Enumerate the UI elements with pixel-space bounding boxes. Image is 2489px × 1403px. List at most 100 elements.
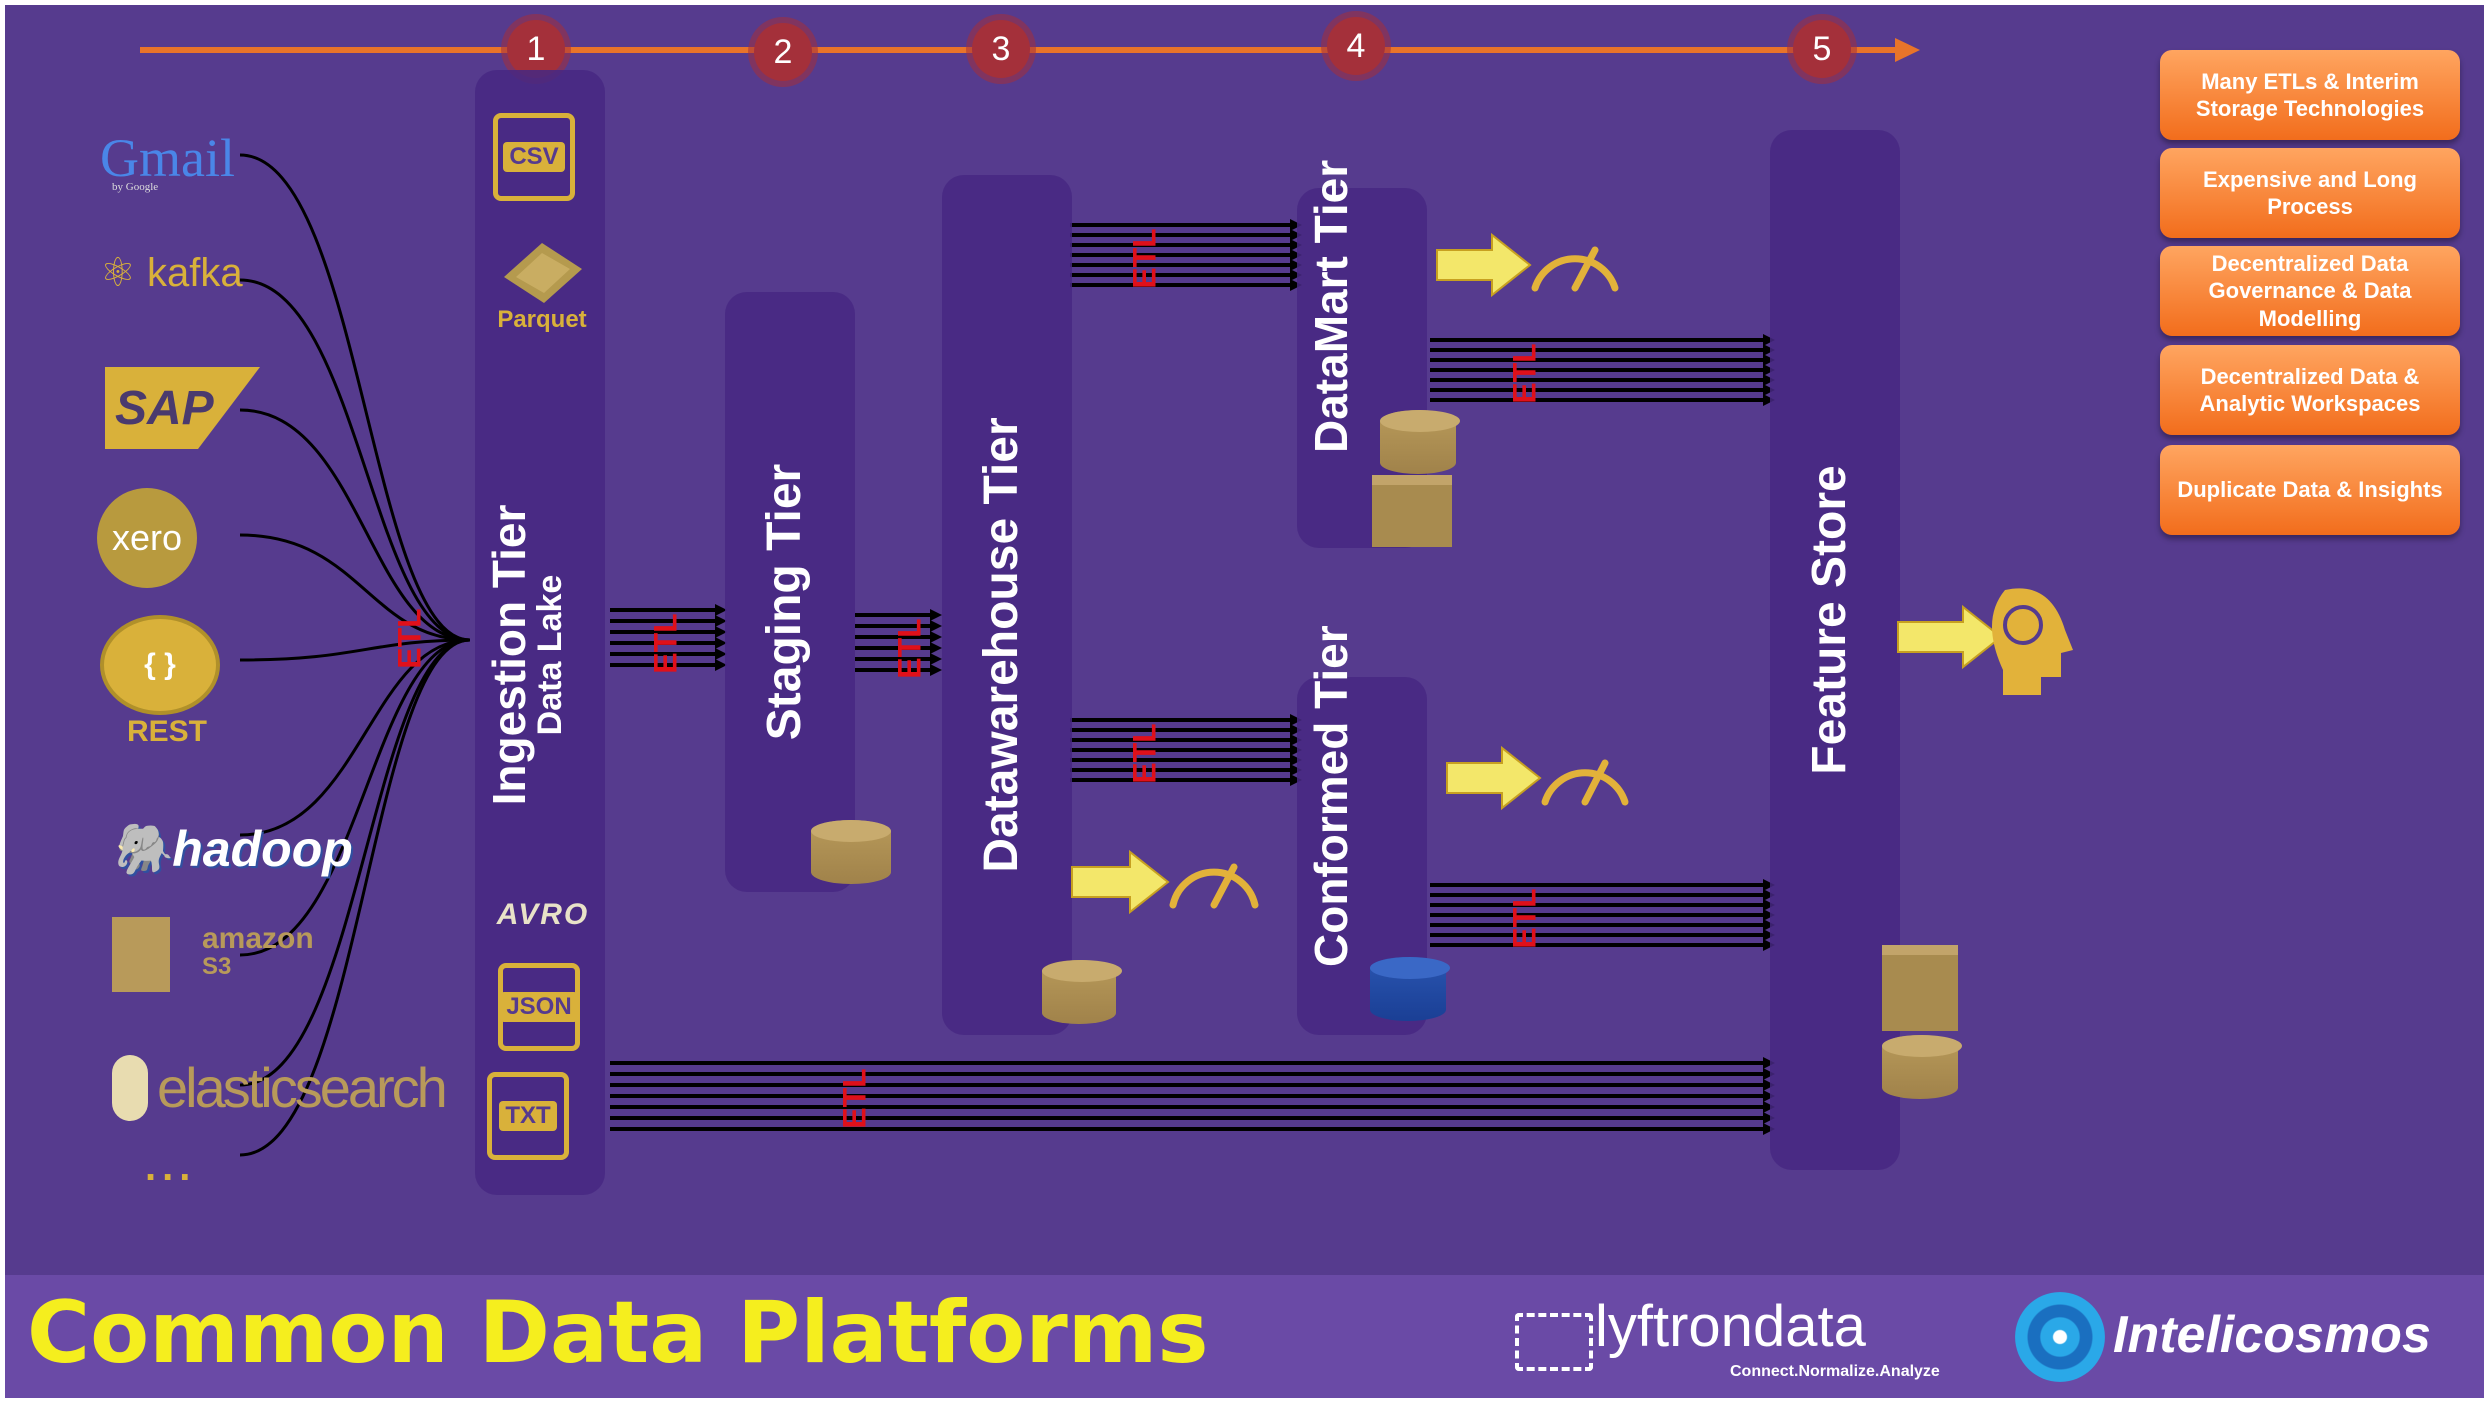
diagram-canvas: 1 2 3 4 5 Ingestion Tier Data Lake Stagi… [5, 5, 2484, 1398]
lyftrondata-tagline: Connect.Normalize.Analyze [1730, 1363, 1940, 1380]
step-1: 1 [507, 20, 565, 78]
elasticsearch-logo: elasticsearch [112, 1045, 448, 1135]
datawarehouse-tier: Datawarehouse Tier [942, 175, 1072, 1035]
conformed-to-feature-line-head [1763, 929, 1775, 941]
parquet-label: Parquet [497, 306, 587, 333]
ingestion-to-feature-line-head [1763, 1123, 1775, 1135]
warehouse-to-datamart-line-head [1290, 239, 1302, 251]
rest-label: REST [127, 715, 208, 748]
etl-label-ingestion-feature: ETL [836, 1068, 873, 1129]
lyftrondata-label: lyftrondata [1595, 1294, 1866, 1359]
ingestion-to-staging-line-head [715, 626, 727, 638]
warehouse-to-conformed-line-head [1290, 734, 1302, 746]
gmail-by-label: by Google [112, 181, 159, 193]
csv-label: CSV [503, 142, 565, 172]
xero-label: xero [111, 517, 183, 558]
etl-label-conformed-feature: ETL [1506, 888, 1543, 949]
step-2: 2 [754, 23, 812, 81]
footer-title: Common Data Platforms [27, 1283, 1209, 1383]
issue-badge-3: Decentralized Data Governance & Data Mod… [2160, 246, 2460, 336]
intelicosmos-icon [2015, 1292, 2105, 1382]
staging-tier: Staging Tier [725, 292, 855, 892]
ingestion-to-staging-line-head [715, 604, 727, 616]
feature-cube-icon [1882, 945, 1958, 1031]
feature-database-icon [1882, 1035, 1962, 1099]
json-file-icon: JSON [498, 963, 580, 1051]
source-flow-line [239, 638, 471, 662]
parquet-shape [504, 243, 582, 303]
ingestion-to-staging-line-head [715, 648, 727, 660]
datamart-database-icon [1380, 410, 1460, 474]
etl-label-warehouse-datamart: ETL [1126, 228, 1163, 289]
source-flow-line [239, 153, 471, 642]
lyftrondata-logo: lyftrondata Connect.Normalize.Analyze [1515, 1293, 1995, 1383]
hadoop-logo: 🐘hadoop [110, 820, 353, 879]
conformed-to-feature-line-head [1763, 899, 1775, 911]
staging-to-warehouse-line-head [930, 620, 942, 632]
issue-badge-1: Many ETLs & Interim Storage Technologies [2160, 50, 2460, 140]
ingestion-to-staging-line-head [715, 637, 727, 649]
etl-label-sources: ETL [391, 608, 428, 669]
conformed-to-feature-line-head [1763, 909, 1775, 921]
warehouse-to-conformed-line-head [1290, 724, 1302, 736]
warehouse-to-conformed-line-head [1290, 754, 1302, 766]
kafka-label: kafka [146, 251, 243, 295]
s3-box-icon [112, 917, 170, 992]
source-flow-line [239, 638, 471, 1087]
etl-flow-lines [239, 153, 1775, 1157]
warehouse-database-icon [1042, 960, 1122, 1024]
ingestion-to-feature-line-head [1763, 1101, 1775, 1113]
ingestion-to-feature-line-head [1763, 1112, 1775, 1124]
staging-database-icon [811, 820, 891, 884]
datamart-to-feature-line-head [1763, 384, 1775, 396]
staging-tier-title: Staging Tier [758, 463, 811, 741]
conformed-database-icon [1370, 957, 1450, 1021]
source-flow-line [239, 408, 471, 642]
step-4: 4 [1327, 17, 1385, 75]
issue-badge-2: Expensive and Long Process [2160, 148, 2460, 238]
staging-to-warehouse-line-head [930, 642, 942, 654]
intelicosmos-logo: Intelicosmos [2015, 1287, 2475, 1387]
timeline-arrowhead [1895, 38, 1920, 62]
txt-file-icon: TXT [487, 1072, 569, 1160]
etl-label-warehouse-conformed: ETL [1126, 723, 1163, 784]
gmail-logo: Gmail by Google [100, 127, 235, 193]
step-5: 5 [1793, 20, 1851, 78]
s3-label: S3 [202, 953, 232, 980]
warehouse-to-datamart-line-head [1290, 219, 1302, 231]
gmail-label: Gmail [100, 128, 235, 188]
staging-to-warehouse-line-head [930, 653, 942, 665]
etl-label-staging: ETL [891, 618, 928, 679]
diagram-lines [140, 38, 1920, 1157]
warehouse-to-datamart-line-head [1290, 259, 1302, 271]
source-flow-line [239, 278, 471, 642]
ingestion-to-feature-line-head [1763, 1090, 1775, 1102]
ingestion-tier-subtitle: Data Lake [531, 574, 570, 736]
ingestion-tier-title: Ingestion Tier Data Lake [483, 480, 595, 830]
datawarehouse-tier-title: Datawarehouse Tier [975, 417, 1028, 873]
datamart-to-feature-line-head [1763, 334, 1775, 346]
source-flow-line [239, 533, 471, 642]
datamart-to-feature-line-head [1763, 344, 1775, 356]
hadoop-label: hadoop [172, 821, 353, 877]
datamart-to-feature-line-head [1763, 364, 1775, 376]
lyftrondata-icon [1515, 1313, 1593, 1371]
sap-label: SAP [115, 382, 214, 435]
source-flow-line [239, 638, 471, 1157]
warehouse-to-conformed-line-head [1290, 714, 1302, 726]
warehouse-to-conformed-line-head [1290, 764, 1302, 776]
conformed-to-feature-line-head [1763, 919, 1775, 931]
warehouse-to-conformed-line-head [1290, 744, 1302, 756]
csv-file-icon: CSV [493, 113, 575, 201]
ingestion-to-staging-line-head [715, 659, 727, 671]
feature-store-tier: Feature Store [1770, 130, 1900, 1170]
more-sources-label: ... [145, 1145, 197, 1189]
amazon-s3-text: amazon S3 [202, 924, 314, 981]
etl-label-datamart-feature: ETL [1506, 343, 1543, 404]
feature-store-title: Feature Store [1803, 465, 1856, 775]
datamart-to-feature-line-head [1763, 354, 1775, 366]
ingestion-to-staging-line-head [715, 615, 727, 627]
xero-logo: xero [97, 488, 197, 588]
issue-badge-5: Duplicate Data & Insights [2160, 445, 2460, 535]
staging-to-warehouse-line-head [930, 609, 942, 621]
